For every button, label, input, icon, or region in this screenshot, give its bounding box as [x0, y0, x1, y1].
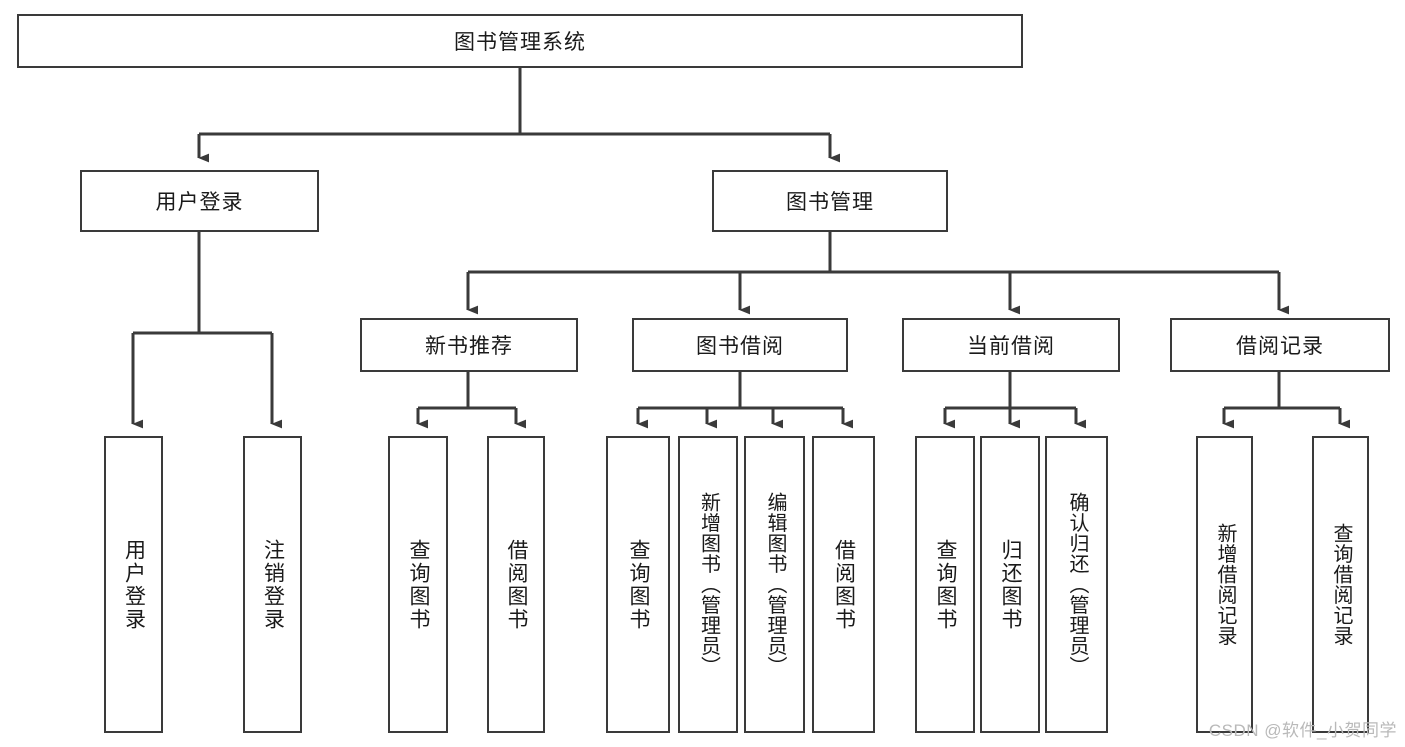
node-label: 当前借阅 — [967, 335, 1055, 358]
leaf-label: 编辑图书（管理员） — [764, 492, 786, 677]
leaf-label: 借阅图书 — [505, 538, 529, 631]
leaf-record-query-record[interactable]: 查询借阅记录 — [1312, 436, 1369, 733]
node-book-management[interactable]: 图书管理 — [712, 170, 948, 232]
leaf-label: 注销登录 — [261, 538, 285, 631]
leaf-new-book-query[interactable]: 查询图书 — [388, 436, 448, 733]
leaf-borrow-borrow-book[interactable]: 借阅图书 — [812, 436, 875, 733]
leaf-label: 确认归还（管理员） — [1066, 492, 1088, 677]
leaf-current-query-book[interactable]: 查询图书 — [915, 436, 975, 733]
leaf-label: 新增图书（管理员） — [697, 492, 720, 677]
node-label: 借阅记录 — [1236, 335, 1324, 358]
leaf-borrow-add-book-admin[interactable]: 新增图书（管理员） — [678, 436, 738, 733]
node-current-borrow[interactable]: 当前借阅 — [902, 318, 1120, 372]
node-root-system[interactable]: 图书管理系统 — [17, 14, 1023, 68]
node-new-book-recommend[interactable]: 新书推荐 — [360, 318, 578, 372]
node-user-login[interactable]: 用户登录 — [80, 170, 319, 232]
node-label: 图书管理 — [786, 191, 874, 214]
leaf-label: 用户登录 — [122, 538, 146, 631]
leaf-label: 查询借阅记录 — [1330, 523, 1352, 646]
leaf-label: 新增借阅记录 — [1214, 523, 1236, 646]
leaf-user-login-login[interactable]: 用户登录 — [104, 436, 163, 733]
node-label: 用户登录 — [155, 191, 244, 214]
node-label: 图书管理系统 — [454, 31, 586, 54]
leaf-label: 借阅图书 — [832, 538, 856, 631]
node-label: 新书推荐 — [425, 335, 513, 358]
leaf-label: 查询图书 — [934, 538, 958, 631]
leaf-record-add-record[interactable]: 新增借阅记录 — [1196, 436, 1253, 733]
node-book-borrow[interactable]: 图书借阅 — [632, 318, 848, 372]
leaf-borrow-edit-book-admin[interactable]: 编辑图书（管理员） — [744, 436, 805, 733]
leaf-label: 归还图书 — [999, 538, 1023, 631]
node-label: 图书借阅 — [696, 335, 784, 358]
leaf-current-return-book[interactable]: 归还图书 — [980, 436, 1040, 733]
leaf-borrow-query-book[interactable]: 查询图书 — [606, 436, 670, 733]
leaf-new-book-borrow[interactable]: 借阅图书 — [487, 436, 545, 733]
leaf-label: 查询图书 — [627, 538, 651, 631]
leaf-current-confirm-return-admin[interactable]: 确认归还（管理员） — [1045, 436, 1108, 733]
leaf-user-login-logout[interactable]: 注销登录 — [243, 436, 302, 733]
node-borrow-record[interactable]: 借阅记录 — [1170, 318, 1390, 372]
watermark-text: CSDN @软件_小贺同学 — [1208, 721, 1397, 740]
leaf-label: 查询图书 — [407, 538, 431, 631]
